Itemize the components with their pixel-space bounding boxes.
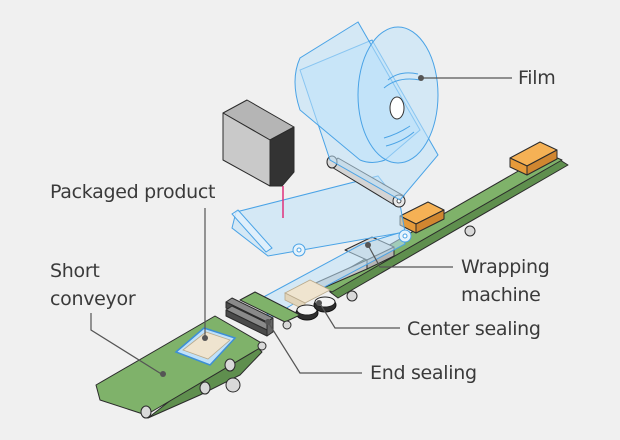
leader-lines [90,75,512,377]
packaged-product-label: Packaged product [50,181,216,203]
end-sealing-jaws [225,297,274,337]
center-sealing-label: Center sealing [407,318,541,340]
short-conveyor-label-line1: Short [50,260,100,282]
infeed-belt [239,291,301,330]
film-label: Film [518,67,556,89]
printer-head [222,99,295,218]
short-conveyor [95,315,267,419]
film-roll [294,21,439,164]
short-conveyor-label-line2: conveyor [50,288,136,310]
center-sealing-rollers [295,296,337,321]
wrapping-machine-label-line2: machine [461,284,541,306]
packaged-product [174,327,237,366]
product-box-far [509,141,558,176]
wrapping-machine-label-line1: Wrapping [461,256,550,278]
product-box-near [399,201,445,234]
film-sheet [231,175,412,257]
film-tube [257,231,406,319]
end-sealing-label: End sealing [370,362,477,384]
